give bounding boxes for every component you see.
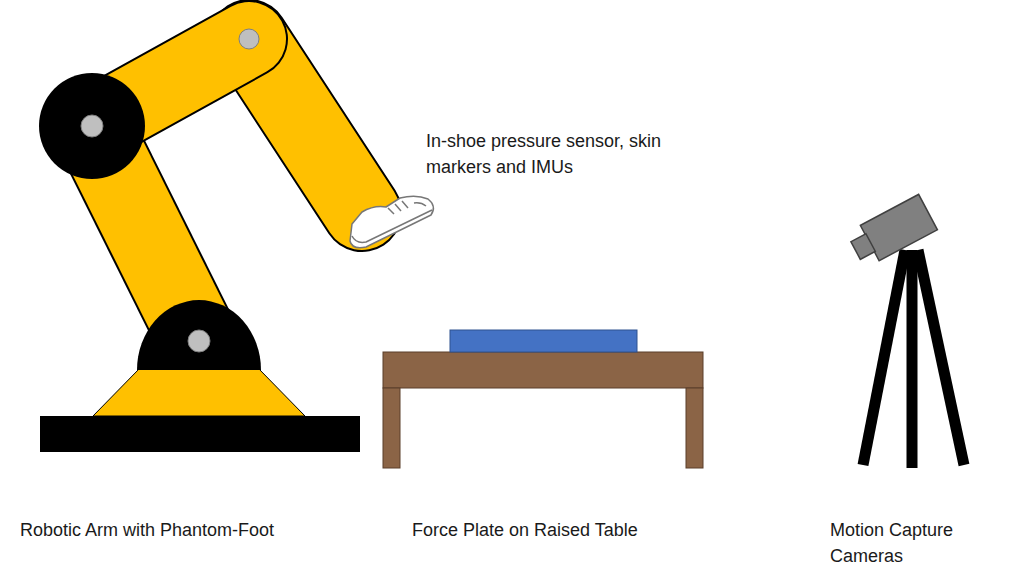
force-plate: [450, 330, 637, 352]
table-top: [383, 352, 703, 388]
tripod: [863, 250, 964, 468]
camera-lens: [851, 234, 875, 260]
caption-label: Motion Capture Cameras: [830, 517, 1000, 569]
shoe-toe: [414, 203, 426, 206]
robot-base: [93, 368, 305, 416]
tripod-leg: [907, 250, 918, 468]
joint-pin: [188, 330, 210, 352]
tripod-leg: [863, 250, 905, 465]
joint-pin: [239, 29, 259, 49]
robot-base-plate: [40, 416, 360, 452]
robot-shoulder-joint: [39, 73, 145, 179]
camera: [846, 194, 937, 268]
joint-pin: [81, 115, 103, 137]
robot-base-joint: [137, 300, 261, 370]
shoe-sole: [352, 210, 432, 242]
table-leg: [383, 388, 400, 468]
tripod-leg: [918, 250, 964, 465]
table-leg: [686, 388, 703, 468]
shoe-laces: [388, 201, 408, 214]
shoe-outline: [350, 196, 433, 248]
shoe: [350, 196, 433, 248]
caption-label: Robotic Arm with Phantom-Foot: [20, 517, 350, 543]
caption-label: Force Plate on Raised Table: [412, 517, 712, 543]
callout-label: In-shoe pressure sensor, skin markers an…: [426, 128, 694, 180]
